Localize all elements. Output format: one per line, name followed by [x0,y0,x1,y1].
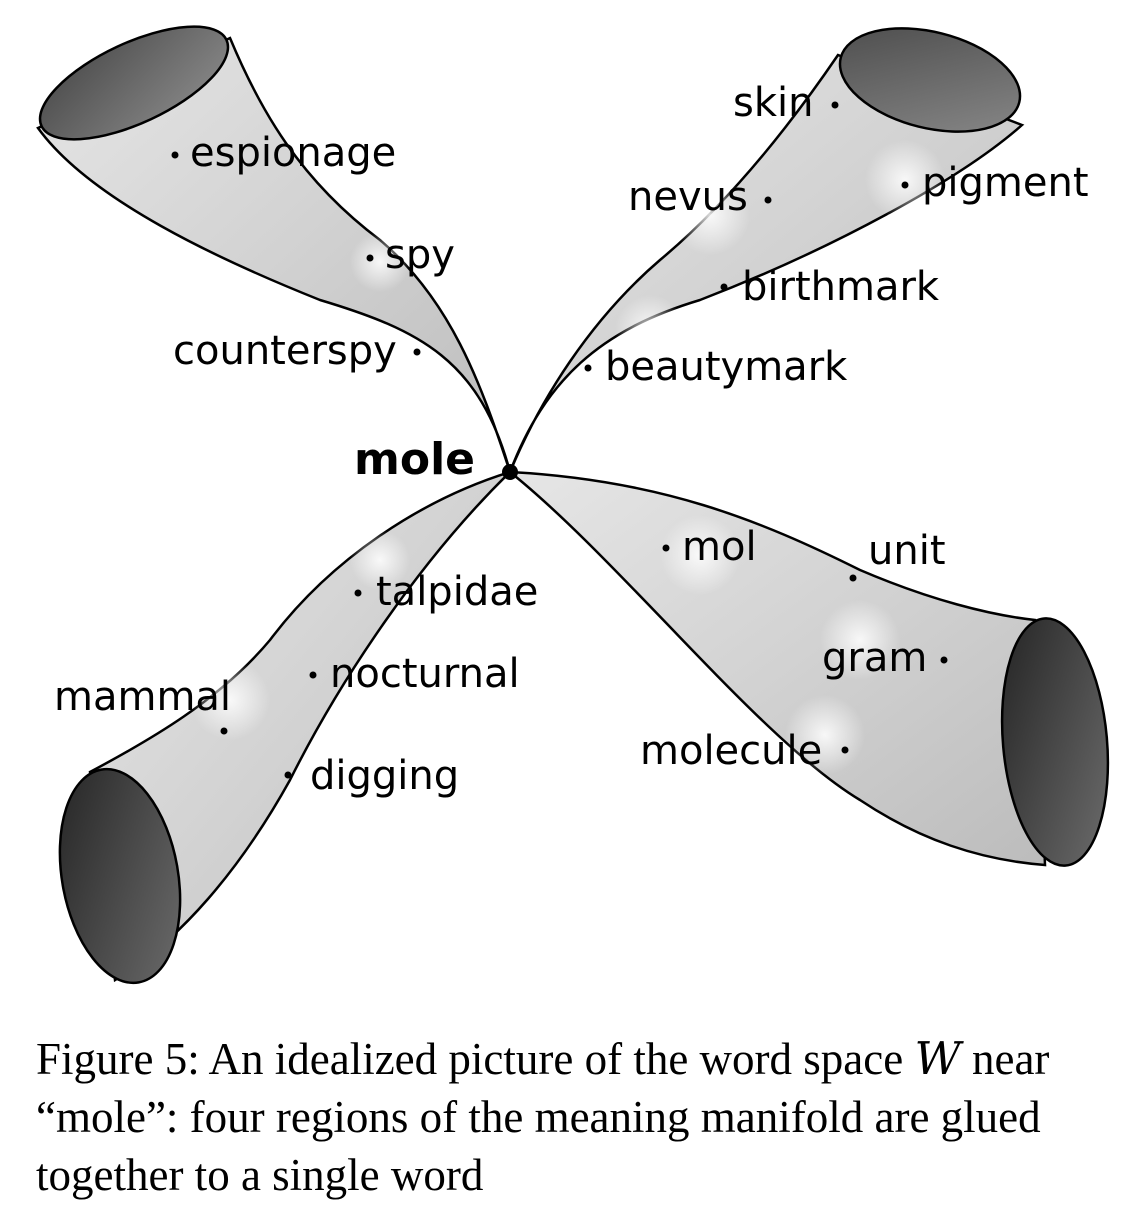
point-nevus [764,196,772,204]
label-spy: spy [385,232,455,278]
caption-prefix: Figure 5: An idealized picture of the wo… [36,1034,915,1084]
label-digging: digging [310,753,459,799]
point-nocturnal [309,671,317,679]
point-digging [284,771,292,779]
point-unit [849,574,857,582]
caption-suffix: near “mole”: four regions of the meaning… [36,1034,1050,1200]
point-pigment [901,181,909,189]
label-molecule: molecule [640,728,822,774]
point-mol [662,544,670,552]
region-chemistry-tube [506,470,1110,867]
center-word-label: mole [354,434,475,485]
point-skin [831,101,839,109]
point-talpidae [354,589,362,597]
label-mammal: mammal [54,674,231,720]
point-counterspy [413,348,421,356]
label-talpidae: talpidae [376,569,538,615]
region-skin-tube [508,27,1025,473]
label-nevus: nevus [628,174,748,220]
label-espionage: espionage [190,130,396,176]
point-gram [940,656,948,664]
region-spy-tube [36,25,512,473]
label-gram: gram [822,635,927,681]
point-spy [366,254,374,262]
point-molecule [841,746,849,754]
label-unit: unit [868,528,946,574]
region-animal-tube [58,470,511,985]
label-pigment: pigment [922,160,1089,206]
caption-symbol: W [914,1032,961,1085]
label-skin: skin [733,80,813,126]
point-espionage [171,151,179,159]
label-nocturnal: nocturnal [330,651,520,697]
point-beautymark [584,364,592,372]
center-point [502,464,518,480]
point-mammal [220,727,228,735]
figure-caption: Figure 5: An idealized picture of the wo… [36,1030,1116,1204]
mole-manifold-diagram: mole espionage spy counterspy skin pigme… [36,25,1110,985]
point-birthmark [720,283,728,291]
label-beautymark: beautymark [605,344,848,390]
label-birthmark: birthmark [742,264,940,310]
label-mol: mol [682,524,757,570]
label-counterspy: counterspy [173,328,397,374]
